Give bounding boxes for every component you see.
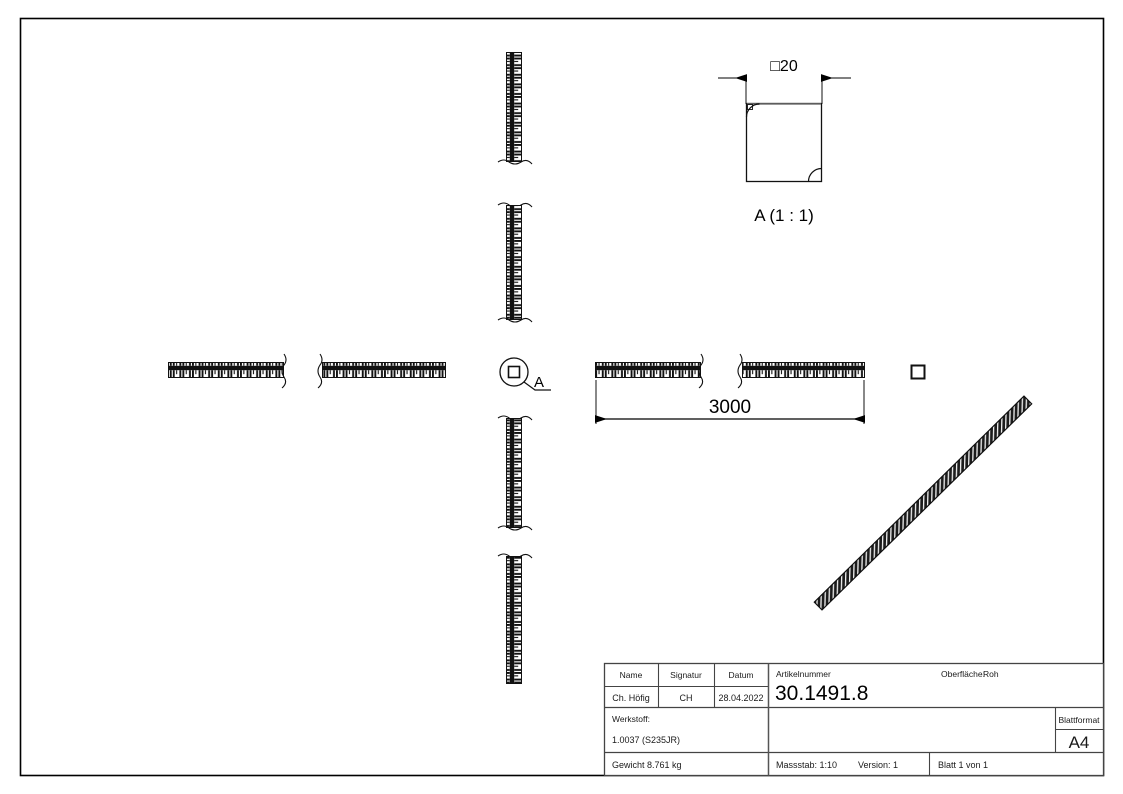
detail-callout-square-icon [507,365,521,379]
detail-view-a: □20 A (1 : 1) [718,58,851,225]
vertical-bar-segment-bottom [497,553,533,684]
vertical-bar-segment-upper [497,202,533,323]
horizontal-bar-left-a [168,353,287,389]
title-block-header-datum: Datum [728,670,753,680]
detail-leader-line [523,381,551,391]
vertical-bar-segment-top [497,52,533,165]
isometric-bar-view [813,395,1033,611]
detail-view-label: A (1 : 1) [754,206,814,225]
blatt-value: Blatt 1 von 1 [938,760,988,770]
vertical-bar-segment-lower [497,415,533,531]
detail-callout-circle [499,357,529,387]
blattformat-label: Blattformat [1058,715,1100,725]
werkstoff-label: Werkstoff: [612,714,650,724]
bar-end-view-square [910,364,926,380]
main-bar-view [595,353,865,389]
horizontal-bar-left-b [317,353,446,389]
title-block-value-name: Ch. Höfig [612,693,650,703]
title-block-value-signatur: CH [680,693,693,703]
massstab-value: Massstab: 1:10 [776,760,837,770]
length-dimension-3000: 3000 [595,380,865,424]
version-value: Version: 1 [858,760,898,770]
artikelnummer-value: 30.1491.8 [775,682,868,705]
detail-callout-a: A [499,357,551,391]
artikelnummer-label: Artikelnummer [776,669,831,679]
blattformat-value: A4 [1069,733,1090,752]
oberflaeche-label: Oberfläche: [941,669,985,679]
title-block: Name Signatur Datum Ch. Höfig CH 28.04.2… [603,662,1105,777]
oberflaeche-value: Roh [983,669,999,679]
sheet-border [19,17,1105,777]
title-block-header-signatur: Signatur [670,670,702,680]
title-block-header-name: Name [620,670,643,680]
detail-callout-label: A [534,374,544,391]
length-dimension-label: 3000 [709,397,751,418]
gewicht-value: Gewicht 8.761 kg [612,760,682,770]
werkstoff-value: 1.0037 (S235JR) [612,735,680,745]
detail-dimension-label: □20 [770,58,798,75]
title-block-value-datum: 28.04.2022 [718,693,763,703]
